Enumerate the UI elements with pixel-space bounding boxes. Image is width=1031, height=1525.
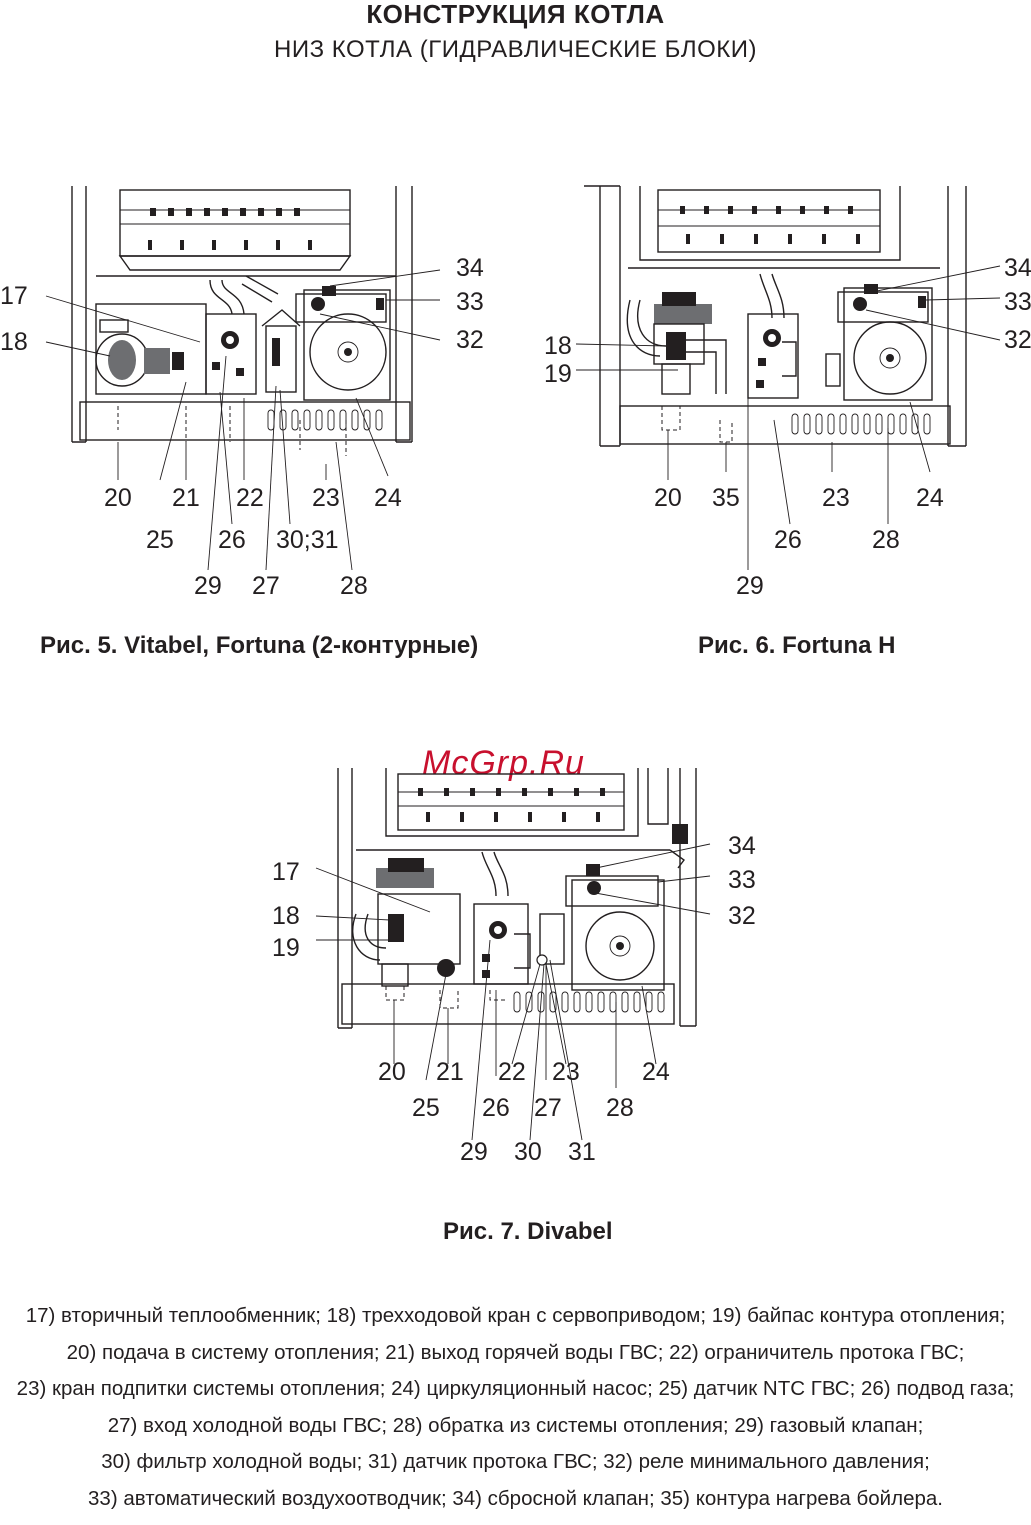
fig6-label: 20: [654, 484, 682, 512]
fig7-label: 20: [378, 1058, 406, 1086]
fig6-label: 33: [1004, 288, 1031, 316]
fig7-label: 23: [552, 1058, 580, 1086]
fig6-label: 24: [916, 484, 944, 512]
fig7-label: 28: [606, 1094, 634, 1122]
fig5-label: 18: [0, 328, 28, 356]
page-title: КОНСТРУКЦИЯ КОТЛА: [366, 0, 665, 29]
fig7-label: 24: [642, 1058, 670, 1086]
fig6-label: 29: [736, 572, 764, 600]
fig7-label: 32: [728, 902, 756, 930]
figure-7-caption: Рис. 7. Divabel: [443, 1218, 613, 1245]
fig5-label: 34: [456, 254, 484, 282]
fig6-label: 32: [1004, 326, 1031, 354]
fig6-label: 28: [872, 526, 900, 554]
fig7-label: 19: [272, 934, 300, 962]
fig5-label: 21: [172, 484, 200, 512]
fig6-label: 18: [544, 332, 572, 360]
legend-line: 33) автоматический воздухоотводчик; 34) …: [88, 1486, 943, 1510]
figure-6-drawing: 18 19 20 35 23 24 26 28 29 34 33 32: [544, 185, 1031, 600]
fig5-label: 24: [374, 484, 402, 512]
fig7-label: 17: [272, 858, 300, 886]
fig5-label: 30;31: [276, 526, 339, 554]
fig7-label: 21: [436, 1058, 464, 1086]
legend-line: 23) кран подпитки системы отопления; 24)…: [16, 1377, 1015, 1400]
figure-5: 17 18 20 21 22 23 24 25 26 30;31 29 27 2…: [0, 180, 500, 610]
fig6-label: 19: [544, 360, 572, 388]
figure-5-drawing: 17 18 20 21 22 23 24 25 26 30;31 29 27 2…: [0, 186, 484, 600]
fig5-label: 20: [104, 484, 132, 512]
fig7-label: 30: [514, 1138, 542, 1166]
fig7-label: 29: [460, 1138, 488, 1166]
fig6-label: 23: [822, 484, 850, 512]
fig7-label: 25: [412, 1094, 440, 1122]
figure-6-caption: Рис. 6. Fortuna H: [698, 632, 896, 659]
legend-line: 17) вторичный теплообменник; 18) трехход…: [25, 1304, 1006, 1327]
watermark: McGrp.Ru: [422, 744, 585, 782]
fig5-label: 28: [340, 572, 368, 600]
fig5-label: 25: [146, 526, 174, 554]
fig7-label: 27: [534, 1094, 562, 1122]
fig7-label: 18: [272, 902, 300, 930]
fig6-label: 26: [774, 526, 802, 554]
figure-7: 17 18 19 20 21 22 23 24 25 26 27 28 29 3…: [260, 764, 780, 1174]
fig7-label: 33: [728, 866, 756, 894]
legend-line: 30) фильтр холодной воды; 31) датчик про…: [101, 1450, 930, 1473]
fig7-label: 34: [728, 832, 756, 860]
figure-6: 18 19 20 35 23 24 26 28 29 34 33 32: [520, 180, 1031, 610]
fig5-label: 29: [194, 572, 222, 600]
fig5-label: 23: [312, 484, 340, 512]
legend-line: 20) подача в систему отопления; 21) выхо…: [66, 1340, 965, 1364]
fig5-label: 33: [456, 288, 484, 316]
fig7-label: 22: [498, 1058, 526, 1086]
fig5-label: 17: [0, 282, 28, 310]
fig6-label: 34: [1004, 254, 1031, 282]
legend-line: 27) вход холодной воды ГВС; 28) обратка …: [107, 1413, 924, 1437]
fig6-label: 35: [712, 484, 740, 512]
fig7-label: 26: [482, 1094, 510, 1122]
fig5-label: 22: [236, 484, 264, 512]
figure-7-drawing: 17 18 19 20 21 22 23 24 25 26 27 28 29 3…: [272, 768, 756, 1166]
fig5-label: 26: [218, 526, 246, 554]
fig7-label: 31: [568, 1138, 596, 1166]
figure-5-caption: Рис. 5. Vitabel, Fortuna (2-контурные): [40, 632, 479, 659]
fig5-label: 32: [456, 326, 484, 354]
page-subtitle: НИЗ КОТЛА (ГИДРАВЛИЧЕСКИЕ БЛОКИ): [274, 36, 757, 63]
fig5-label: 27: [252, 572, 280, 600]
legend: 17) вторичный теплообменник; 18) трехход…: [0, 1298, 1031, 1517]
